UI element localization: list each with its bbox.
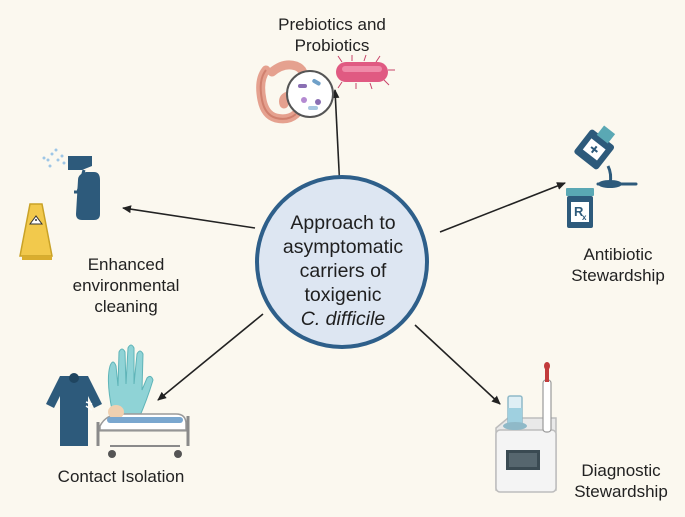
contact-label: Contact Isolation — [46, 466, 196, 487]
arrows — [122, 89, 566, 405]
diagnostic-label: Diagnostic Stewardship — [562, 460, 680, 502]
center-line-1: Approach to — [290, 212, 396, 234]
prebiotics-line-2: Probiotics — [294, 36, 370, 55]
diagnostic-line-2: Stewardship — [574, 482, 668, 501]
antibiotic-line-1: Antibiotic — [583, 245, 653, 264]
svg-text:R: R — [574, 204, 584, 219]
arrow-to-antibiotic — [439, 182, 566, 233]
antibiotic-line-2: Stewardship — [571, 266, 665, 285]
hospital-bed-icon — [96, 405, 190, 458]
glove-icon — [107, 344, 154, 423]
arrow-to-contact — [157, 313, 264, 401]
spray-bottle-icon — [19, 148, 100, 260]
center-label: Approach to asymptomatic carriers of tox… — [254, 211, 432, 331]
lab-analyzer-icon — [495, 362, 557, 493]
diagnostic-line-1: Diagnostic — [581, 461, 661, 480]
arrow-to-cleaning — [122, 205, 256, 229]
cleaning-line-3: cleaning — [94, 297, 158, 316]
antibiotic-label: Antibiotic Stewardship — [560, 244, 676, 286]
wet-floor-sign-icon — [19, 203, 53, 260]
cleaning-line-1: Enhanced — [87, 255, 165, 274]
gut-microbiome-icon — [256, 54, 395, 124]
center-line-3: carriers of — [299, 260, 387, 282]
center-line-4: toxigenic — [304, 284, 382, 306]
bacterium-icon — [336, 54, 395, 90]
cleaning-label: Enhanced environmental cleaning — [60, 254, 192, 317]
contact-line-1: Contact Isolation — [57, 467, 185, 486]
spray-mist-icon — [42, 148, 66, 168]
center-circle — [255, 175, 429, 349]
prebiotics-line-1: Prebiotics and — [278, 15, 386, 34]
center-line-2: asymptomatic — [282, 236, 404, 258]
arrow-to-diagnostic — [414, 324, 501, 405]
cleaning-line-2: environmental — [72, 276, 180, 295]
patient-bed-icon — [46, 344, 190, 458]
gown-icon — [46, 373, 102, 446]
center-line-5: C. difficile — [300, 308, 386, 330]
prebiotics-label: Prebiotics and Probiotics — [256, 14, 408, 56]
svg-text:x: x — [582, 213, 587, 222]
medicine-bottle-icon: R x — [566, 125, 638, 228]
